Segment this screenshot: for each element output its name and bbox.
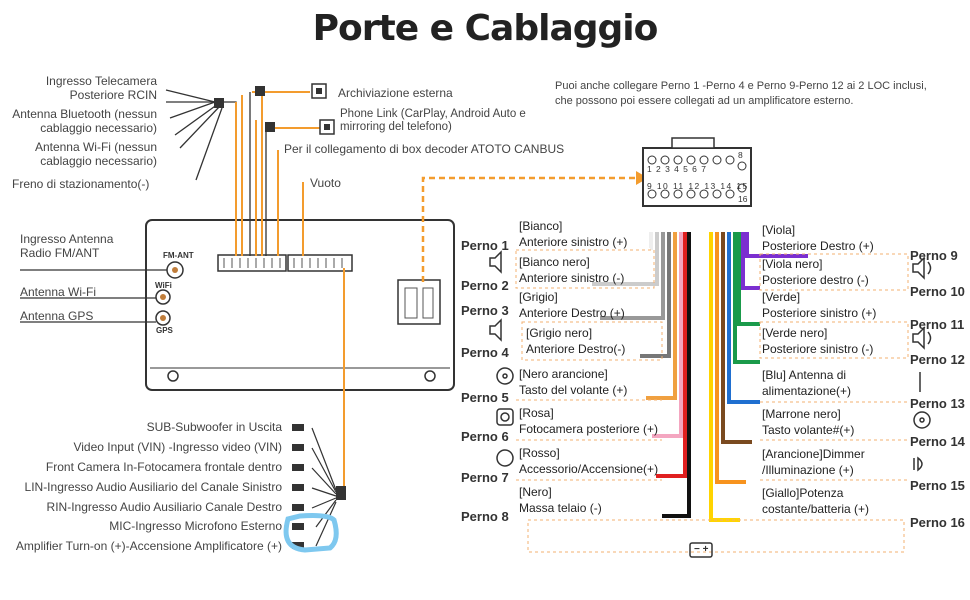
cable-video-input: Video Input (VIN) -Ingresso video (VIN): [73, 440, 282, 454]
page-title: Porte e Cablaggio: [312, 8, 659, 49]
label-empty: Vuoto: [310, 176, 341, 190]
pin-13-label: Perno 13: [910, 396, 965, 411]
label-bluetooth-antenna: Antenna Bluetooth (nessun cablaggio nece…: [12, 107, 157, 135]
connector-bottom-pin-numbers: 9 10 11 12 13 14 15: [647, 181, 749, 191]
pin-7-label: Perno 7: [461, 470, 509, 485]
pin-8-label: Perno 8: [461, 509, 509, 524]
pin-6-desc: [Rosa]Fotocamera posteriore (+): [519, 406, 659, 436]
pin-3-label: Perno 3: [461, 303, 509, 318]
cable-amplifier: Amplifier Turn-on (+)-Accensione Amplifi…: [15, 539, 282, 553]
label-parking-brake: Freno di stazionamento(-): [12, 177, 150, 191]
pin-1-label: Perno 1: [461, 238, 509, 253]
pin-14-desc: [Marrone nero]Tasto volante#(+): [762, 407, 855, 437]
label-external-storage: Archiviazione esterna: [338, 86, 453, 100]
pin-3-desc: [Grigio]Anteriore Destro (+): [519, 290, 625, 320]
pin-7-desc: [Rosso]Accessorio/Accensione(+): [519, 446, 659, 476]
cable-lin: LIN-Ingresso Audio Ausiliario del Canale…: [24, 480, 282, 494]
pin-11-label: Perno 11: [910, 317, 965, 332]
amplifier-note: Puoi anche collegare Perno 1 -Perno 4 e …: [555, 80, 927, 107]
cable-subwoofer: SUB-Subwoofer in Uscita: [146, 420, 282, 434]
label-gps-antenna: Antenna GPS: [20, 309, 94, 323]
label-canbus: Per il collegamento di box decoder ATOTO…: [284, 142, 565, 156]
connector-top-pin-numbers: 1234567: [647, 164, 711, 174]
pin-5-desc: [Nero arancione]Tasto del volante (+): [519, 367, 628, 397]
port-gps: GPS: [156, 326, 173, 335]
pin-1-desc: [Bianco]Anteriore sinistro (+): [519, 219, 628, 249]
port-wifi: WiFi: [155, 281, 172, 290]
pin-11-desc: [Verde]Posteriore sinistro (+): [762, 290, 877, 320]
pin-8-desc: [Nero]Massa telaio (-): [519, 485, 602, 515]
pin-2-desc: [Bianco nero]Anteriore sinistro (-): [519, 255, 625, 285]
cable-mic: MIC-Ingresso Microfono Esterno: [109, 519, 282, 533]
label-wifi-antenna-note: Antenna Wi-Fi (nessun cablaggio necessar…: [34, 140, 157, 168]
pin-2-label: Perno 2: [461, 278, 509, 293]
pin-9-label: Perno 9: [910, 248, 958, 263]
cable-rin: RIN-Ingresso Audio Ausiliario Canale Des…: [46, 500, 282, 514]
label-wifi-antenna: Antenna Wi-Fi: [20, 285, 97, 299]
label-rear-camera-input: Ingresso Telecamera Posteriore RCIN: [45, 74, 157, 102]
pin-10-desc: [Viola nero]Posteriore destro (-): [762, 257, 869, 287]
pin-12-label: Perno 12: [910, 352, 965, 367]
pin-4-desc: [Grigio nero]Anteriore Destro(-): [526, 326, 626, 356]
label-phone-link: Phone Link (CarPlay, Android Auto e mirr…: [340, 108, 526, 133]
pin-5-label: Perno 5: [461, 390, 509, 405]
pin-16-label: Perno 16: [910, 515, 965, 530]
connector-pin-16: 16: [738, 194, 748, 204]
pin-15-desc: [Arancione]Dimmer/Illuminazione (+): [762, 447, 865, 477]
pin-4-label: Perno 4: [461, 345, 509, 360]
pin-14-label: Perno 14: [910, 434, 965, 449]
pin-9-desc: [Viola]Posteriore Destro (+): [762, 223, 874, 253]
pin-10-label: Perno 10: [910, 284, 965, 299]
pin-12-desc: [Verde nero]Posteriore sinistro (-): [762, 326, 874, 356]
port-fm-ant: FM-ANT: [163, 251, 194, 260]
pin-6-label: Perno 6: [461, 429, 509, 444]
connector-pin-8: 8: [738, 150, 743, 160]
battery-icon: − +: [694, 544, 709, 555]
label-fm-antenna: Ingresso Antenna Radio FM/ANT: [20, 232, 114, 260]
cable-front-camera: Front Camera In-Fotocamera frontale dent…: [45, 460, 282, 474]
pin-15-label: Perno 15: [910, 478, 965, 493]
